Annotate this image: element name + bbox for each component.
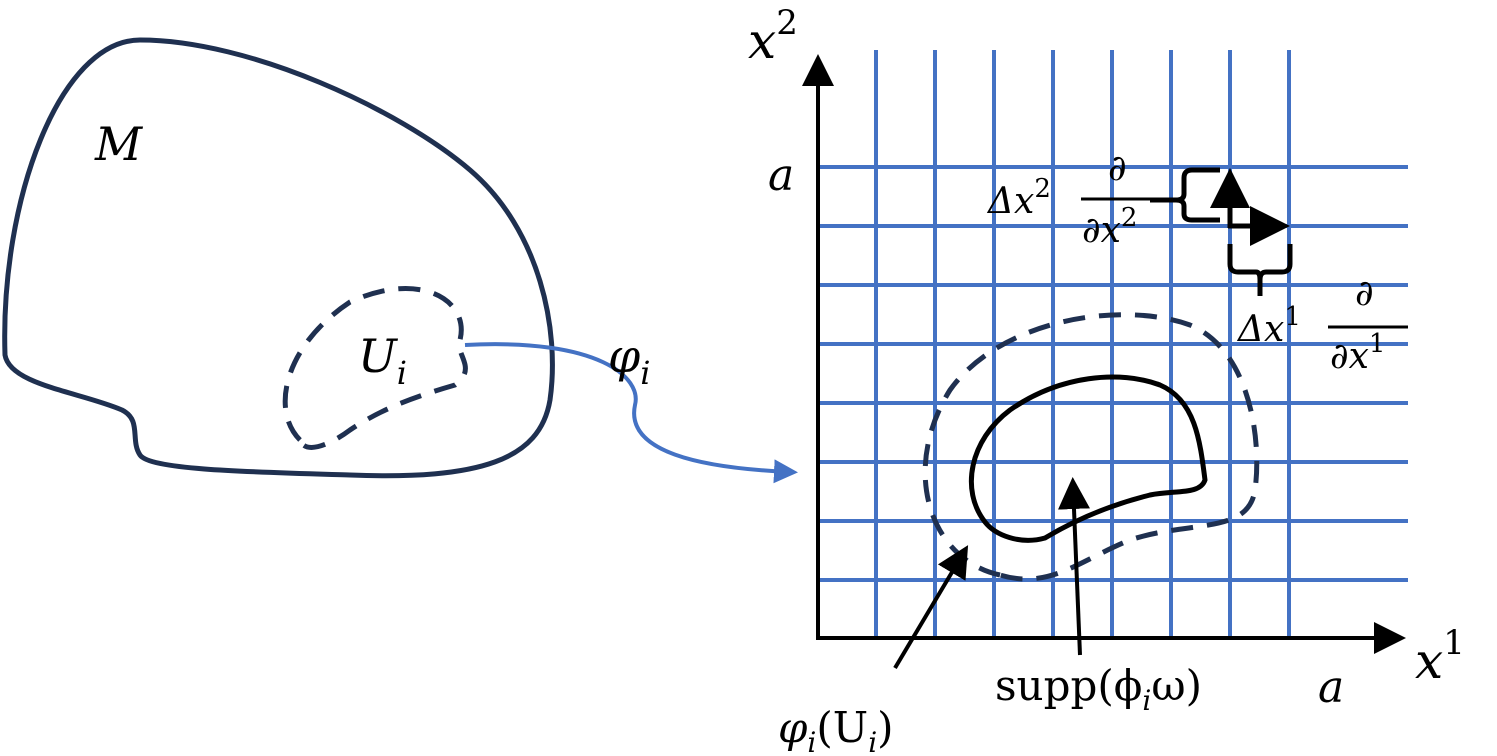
vec1-coefficient: Δx1 bbox=[1236, 302, 1301, 350]
vec2-denominator: ∂x2 bbox=[1082, 203, 1137, 251]
vec2-coefficient: Δx2 bbox=[986, 174, 1051, 222]
vec1-numerator: ∂ bbox=[1355, 273, 1374, 314]
y-axis-label: x2 bbox=[748, 3, 798, 70]
support-pointer-arrow bbox=[1058, 477, 1090, 656]
vec1-denominator: ∂x1 bbox=[1330, 329, 1385, 377]
image-pointer-arrow bbox=[893, 545, 969, 670]
image-label: φi(Ui) bbox=[778, 703, 894, 756]
manifold-outline bbox=[2, 37, 555, 479]
vec2-numerator: ∂ bbox=[1108, 148, 1127, 189]
x-axis-label: x1 bbox=[1415, 623, 1465, 690]
chart-map-arrow bbox=[464, 342, 798, 484]
manifold-label: M bbox=[94, 117, 144, 171]
brace-horizontal bbox=[1227, 244, 1293, 296]
coordinate-grid bbox=[818, 50, 1408, 638]
chart-image-outline bbox=[922, 312, 1260, 582]
support-label: supp(ϕiω) bbox=[995, 661, 1202, 717]
brace-vertical bbox=[1150, 167, 1220, 223]
chart-map-label: φi bbox=[608, 329, 650, 392]
y-tick-a: a bbox=[768, 150, 794, 201]
x-tick-a: a bbox=[1318, 662, 1344, 713]
chart-domain-label: Ui bbox=[358, 329, 407, 392]
chart-domain-outline bbox=[282, 286, 468, 450]
support-outline bbox=[968, 374, 1208, 543]
